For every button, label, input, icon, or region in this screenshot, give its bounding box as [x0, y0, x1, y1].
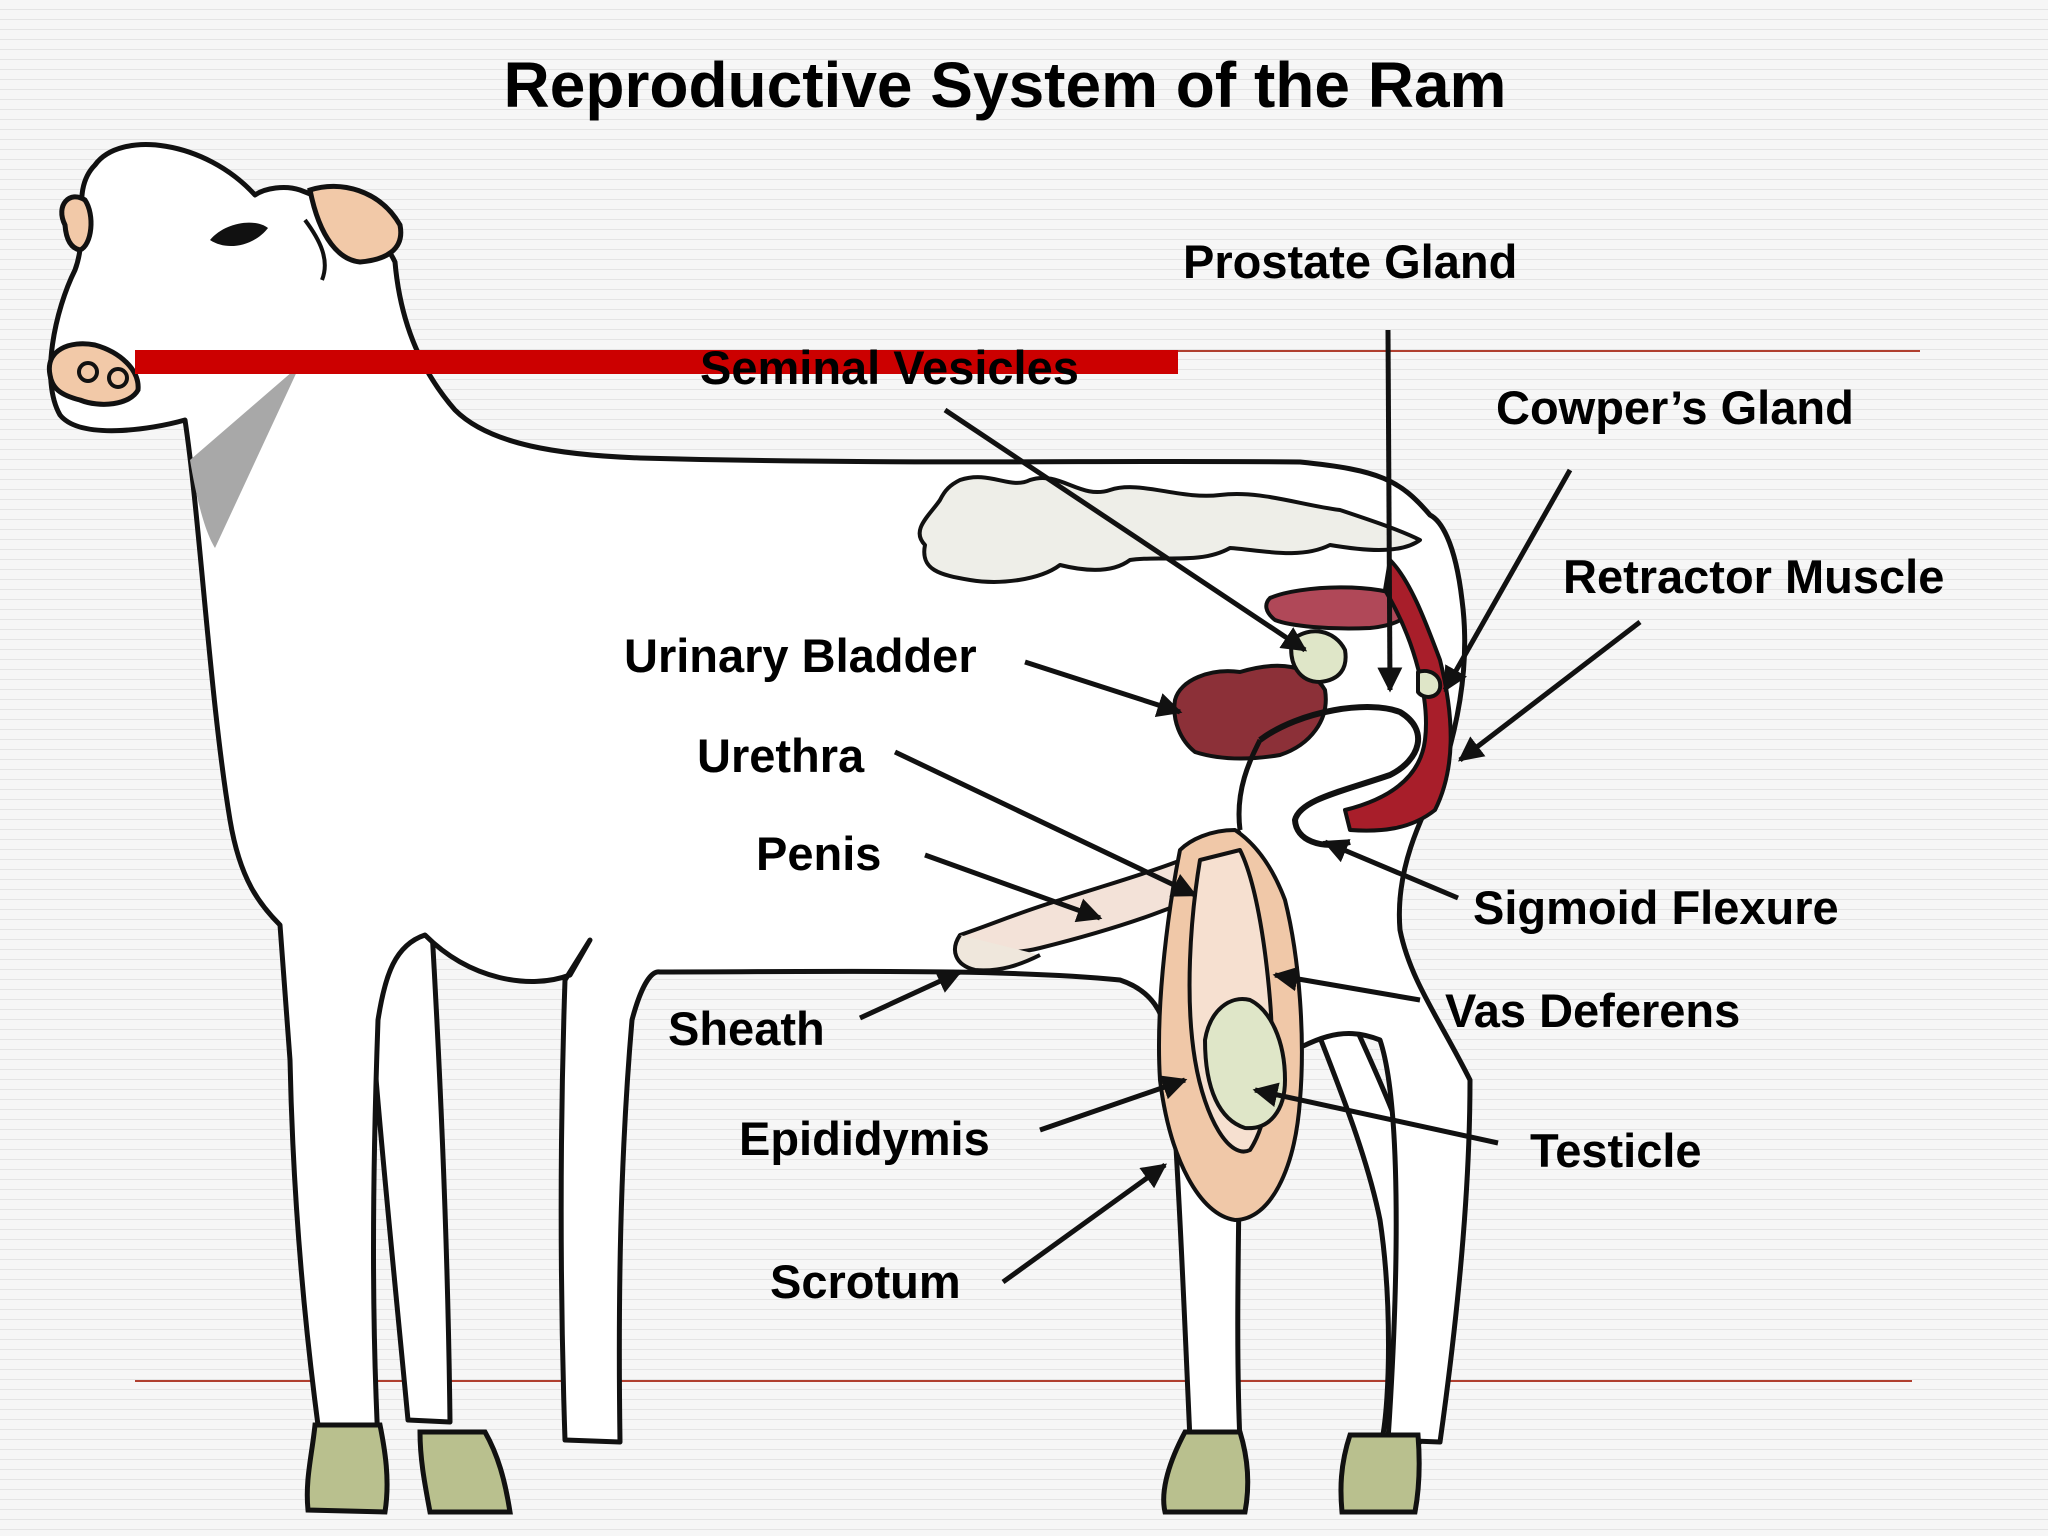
label-scrotum: Scrotum	[770, 1255, 961, 1308]
arrow-cowpers-gland	[1442, 468, 1573, 693]
arrow-scrotum	[1001, 1162, 1168, 1285]
kidney-intestine	[917, 475, 1422, 584]
label-sheath: Sheath	[668, 1002, 825, 1055]
arrow-seminal-vesicles	[943, 407, 1308, 653]
urinary-bladder-shape	[1172, 663, 1328, 761]
arrow-urethra	[893, 749, 1198, 898]
label-seminal-vesicles: Seminal Vesicles	[700, 341, 1079, 394]
label-penis: Penis	[756, 827, 882, 880]
arrow-epididymis	[1039, 1075, 1188, 1133]
cowpers-gland-shape	[1416, 669, 1443, 699]
sigmoid-flexure-shape	[1258, 704, 1421, 848]
seminal-vesicle-shape	[1289, 629, 1348, 684]
hooves	[304, 1422, 1422, 1515]
label-sigmoid-flexure: Sigmoid Flexure	[1473, 881, 1839, 934]
label-testicle: Testicle	[1530, 1124, 1702, 1177]
ram-body	[48, 142, 1473, 1445]
vas-deferens-shape	[1236, 738, 1263, 831]
organs	[917, 475, 1453, 1222]
retractor-muscle-shape	[1343, 558, 1453, 833]
arrow-sheath	[858, 969, 963, 1021]
label-urinary-bladder: Urinary Bladder	[624, 629, 977, 682]
arrow-testicle	[1252, 1082, 1499, 1146]
arrow-prostate-gland	[1377, 329, 1403, 693]
sheath-shape	[953, 933, 1041, 973]
label-retractor-muscle: Retractor Muscle	[1563, 550, 1945, 603]
arrow-sigmoid-flexure	[1322, 839, 1459, 901]
label-cowpers-gland: Cowper’s Gland	[1496, 381, 1854, 434]
label-vas-deferens: Vas Deferens	[1445, 984, 1741, 1037]
arrow-vas-deferens	[1272, 966, 1421, 1003]
page-title: Reproductive System of the Ram	[503, 49, 1507, 121]
arrow-urinary-bladder	[1024, 659, 1183, 717]
label-prostate-gland: Prostate Gland	[1183, 235, 1518, 288]
arrow-retractor-muscle	[1458, 620, 1642, 762]
label-urethra: Urethra	[697, 729, 865, 782]
label-epididymis: Epididymis	[739, 1112, 990, 1165]
prostate-shape	[1264, 585, 1415, 631]
accent-bar	[135, 350, 1178, 374]
leader-arrows	[858, 329, 1642, 1285]
arrow-penis	[924, 852, 1103, 923]
head-details	[46, 183, 404, 548]
